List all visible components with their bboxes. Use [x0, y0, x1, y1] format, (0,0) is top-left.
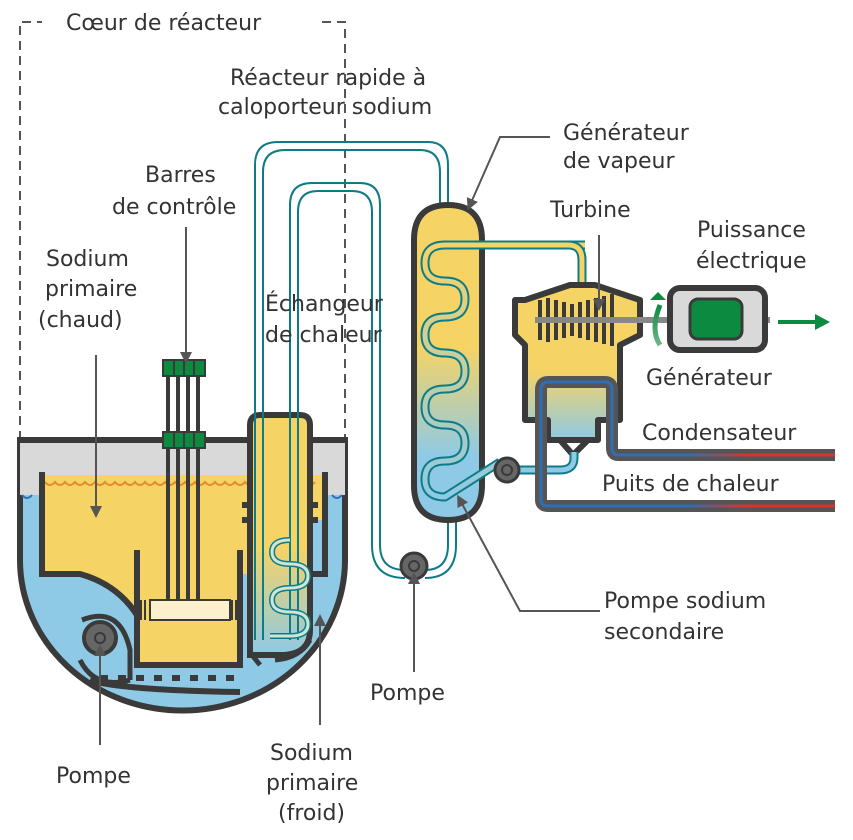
secondary-pump-label-line2: secondaire	[604, 620, 724, 645]
steam-generator-label-line2: de vapeur	[563, 149, 675, 174]
steam-line	[482, 240, 587, 285]
turbine-label: Turbine	[549, 198, 631, 223]
electric-power-label-line1: Puissance	[697, 218, 806, 243]
heat-exchanger-label-line1: Échangeur	[265, 291, 384, 317]
electric-output-arrow	[778, 314, 830, 330]
primary-loop-pump	[399, 551, 429, 581]
hot-primary-label-line2: primaire	[45, 277, 137, 302]
pump-left-label: Pompe	[56, 764, 131, 789]
cold-primary-label-line1: Sodium	[270, 741, 353, 766]
heat-exchanger	[242, 412, 318, 667]
hot-primary-label-line3: (chaud)	[38, 308, 123, 333]
generator-label: Générateur	[646, 366, 773, 391]
hot-primary-label-line1: Sodium	[46, 247, 129, 272]
secondary-pump-label-line1: Pompe sodium	[604, 589, 766, 614]
electric-power-label-line2: électrique	[696, 249, 807, 274]
control-rods	[162, 359, 206, 600]
reactor-type-label-line2: caloporteur sodium	[218, 95, 432, 120]
heat-exchanger-label-line2: de chaleur	[265, 323, 383, 348]
cold-primary-label-line3: (froid)	[278, 801, 345, 826]
cold-primary-label-line2: primaire	[266, 771, 358, 796]
control-rods-label-line2: de contrôle	[112, 195, 236, 220]
secondary-loop-pipe	[254, 141, 457, 640]
feedwater-line	[493, 452, 579, 484]
leader-lines	[90, 136, 605, 745]
control-rods-label-line1: Barres	[145, 163, 216, 188]
reactor-core-label: Cœur de réacteur	[66, 11, 262, 36]
reactor-core-bracket	[19, 21, 346, 440]
generator	[650, 285, 768, 353]
steam-generator	[411, 201, 585, 524]
heat-sink-label: Puits de chaleur	[602, 472, 780, 497]
reactor-type-label-line1: Réacteur rapide à	[230, 66, 426, 91]
condenser-label: Condensateur	[642, 421, 797, 446]
steam-generator-label-line1: Générateur	[563, 121, 690, 146]
heat-sink-loop	[535, 376, 835, 512]
pump-middle-label: Pompe	[370, 681, 445, 706]
